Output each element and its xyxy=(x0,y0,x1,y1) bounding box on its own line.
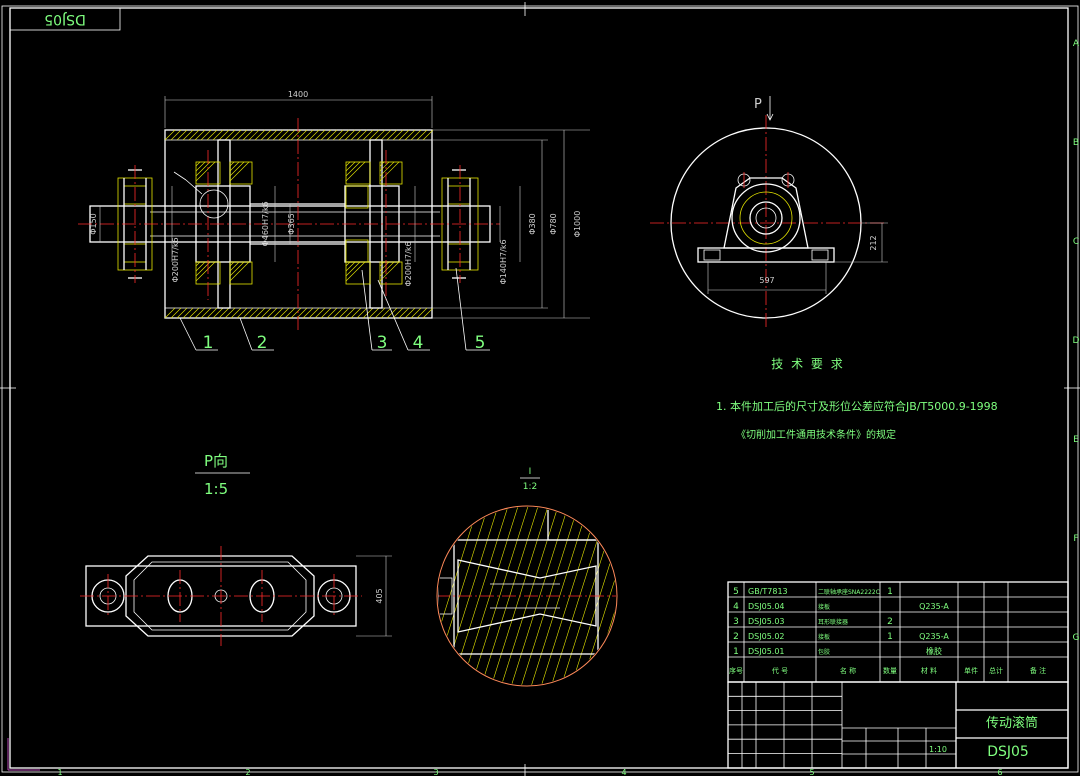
callout-3: 3 xyxy=(377,333,388,353)
callout-4: 4 xyxy=(413,333,424,353)
part-callouts: 1 2 3 4 5 xyxy=(203,333,486,353)
bom-headers: 序号 代 号 名 称 数量 材 料 单件 总计 备 注 xyxy=(729,666,1046,675)
bom-header: 材 料 xyxy=(921,666,937,675)
zone-letter: E xyxy=(1073,435,1079,445)
bom-rows: 5 GB/T7813 二联轴承座SNA2222C 1 4 DSJ05.04 接板 Q235-A… xyxy=(733,587,949,657)
zone-number: 3 xyxy=(433,768,438,776)
svg-text:DSJ05.03: DSJ05.03 xyxy=(748,617,785,626)
bom-header: 总计 xyxy=(989,666,1003,675)
detail-scale: 1:2 xyxy=(523,482,537,492)
dim-left-bearing: Φ200H7/k6 xyxy=(171,237,180,282)
svg-text:1: 1 xyxy=(887,587,893,597)
bom-header: 单件 xyxy=(964,666,978,675)
zone-number: 4 xyxy=(621,768,626,776)
svg-text:2: 2 xyxy=(733,632,739,642)
dim-side-width: 597 xyxy=(759,276,774,285)
part-leaders xyxy=(179,267,490,351)
svg-text:5: 5 xyxy=(733,587,739,597)
main-view-dimensions xyxy=(99,96,590,319)
zone-letter: F xyxy=(1073,534,1078,544)
bom-header: 数量 xyxy=(883,666,897,675)
zone-number: 1 xyxy=(57,768,62,776)
title-part-name: 传动滚筒 xyxy=(986,715,1038,731)
dim-shaft-right: Φ140H7/k6 xyxy=(499,239,508,284)
svg-text:1: 1 xyxy=(733,647,739,657)
bom-row: 5 GB/T7813 二联轴承座SNA2222C 1 xyxy=(733,587,893,597)
tech-line-1: 1. 本件加工后的尺寸及形位公差应符合JB/T5000.9-1998 xyxy=(716,399,998,413)
bom-row: 2 DSJ05.02 接板 1 Q235-A xyxy=(733,632,949,642)
dim-shaft-end: Φ150 xyxy=(89,213,98,235)
dim-p-view: 405 xyxy=(375,588,384,603)
bom-header: 备 注 xyxy=(1030,666,1046,675)
dim-inner-tube: Φ365 xyxy=(287,213,296,235)
zone-letter: G xyxy=(1073,633,1080,643)
svg-text:耳形联接器: 耳形联接器 xyxy=(818,618,848,626)
corner-code-box xyxy=(9,7,121,31)
zone-numbers: 1 2 3 4 5 6 xyxy=(57,768,1002,776)
callout-5: 5 xyxy=(475,333,486,353)
bom-row: 4 DSJ05.04 接板 Q235-A xyxy=(733,602,949,612)
svg-text:2: 2 xyxy=(887,617,893,627)
bom-header: 序号 xyxy=(729,666,743,675)
svg-text:DSJ05.02: DSJ05.02 xyxy=(748,632,785,641)
callout-2: 2 xyxy=(257,333,268,353)
dim-right-bearing: Φ200H7/k6 xyxy=(404,241,413,286)
detail-view xyxy=(436,505,618,687)
svg-text:1: 1 xyxy=(887,632,893,642)
p-view-label: P向 xyxy=(204,452,228,470)
bom-row: 1 DSJ05.01 包胶 橡胶 xyxy=(733,646,942,657)
zone-letter: D xyxy=(1073,336,1080,346)
svg-text:GB/T7813: GB/T7813 xyxy=(748,587,788,596)
svg-text:DSJ05.04: DSJ05.04 xyxy=(748,602,785,611)
zone-letters: A B C D E F G xyxy=(1073,39,1080,643)
svg-text:Q235-A: Q235-A xyxy=(919,602,949,611)
bom-header: 名 称 xyxy=(840,666,856,675)
title-drawing-no: DSJ05 xyxy=(987,744,1029,760)
ucs-icon xyxy=(7,738,40,771)
svg-text:DSJ05.01: DSJ05.01 xyxy=(748,647,785,656)
zone-number: 5 xyxy=(809,768,814,776)
side-view xyxy=(650,96,884,330)
main-section-view xyxy=(78,118,500,330)
corner-code-text: DSJ05 xyxy=(44,11,86,27)
zone-number: 6 xyxy=(997,768,1002,776)
svg-text:3: 3 xyxy=(733,617,739,627)
detail-label: I xyxy=(529,467,532,477)
dim-side-height: 212 xyxy=(869,235,878,250)
svg-text:4: 4 xyxy=(733,602,739,612)
bom-row: 3 DSJ05.03 耳形联接器 2 xyxy=(733,617,893,627)
title-block xyxy=(727,681,1069,769)
tech-title: 技 术 要 求 xyxy=(771,357,844,371)
p-view-drawing xyxy=(80,546,392,646)
dim-hub-outer: Φ380 xyxy=(528,213,537,235)
zone-letter: A xyxy=(1073,39,1080,49)
svg-text:二联轴承座SNA2222C: 二联轴承座SNA2222C xyxy=(818,588,880,596)
bom-header: 代 号 xyxy=(772,666,788,675)
tech-line-2: 《切削加工件通用技术条件》的规定 xyxy=(736,428,896,441)
svg-text:接板: 接板 xyxy=(818,603,830,611)
dim-drum: Φ1000 xyxy=(573,211,582,238)
zone-number: 2 xyxy=(245,768,250,776)
zone-letter: B xyxy=(1073,138,1079,148)
sheet-border xyxy=(1,5,1079,773)
dim-overall-length: 1400 xyxy=(288,90,308,99)
svg-text:橡胶: 橡胶 xyxy=(926,646,942,656)
bom-table xyxy=(727,581,1069,683)
svg-text:接板: 接板 xyxy=(818,633,830,641)
dim-disc: Φ780 xyxy=(549,213,558,235)
dim-hub: Φ460H7/k6 xyxy=(261,201,270,246)
svg-text:包胶: 包胶 xyxy=(818,648,830,656)
zone-letter: C xyxy=(1073,237,1079,247)
p-view-scale: 1:5 xyxy=(204,480,228,498)
title-scale-value: 1:10 xyxy=(929,745,947,754)
svg-text:Q235-A: Q235-A xyxy=(919,632,949,641)
side-arrow-label: P xyxy=(754,97,762,112)
side-view-dimensions xyxy=(707,222,888,294)
callout-1: 1 xyxy=(203,333,214,353)
